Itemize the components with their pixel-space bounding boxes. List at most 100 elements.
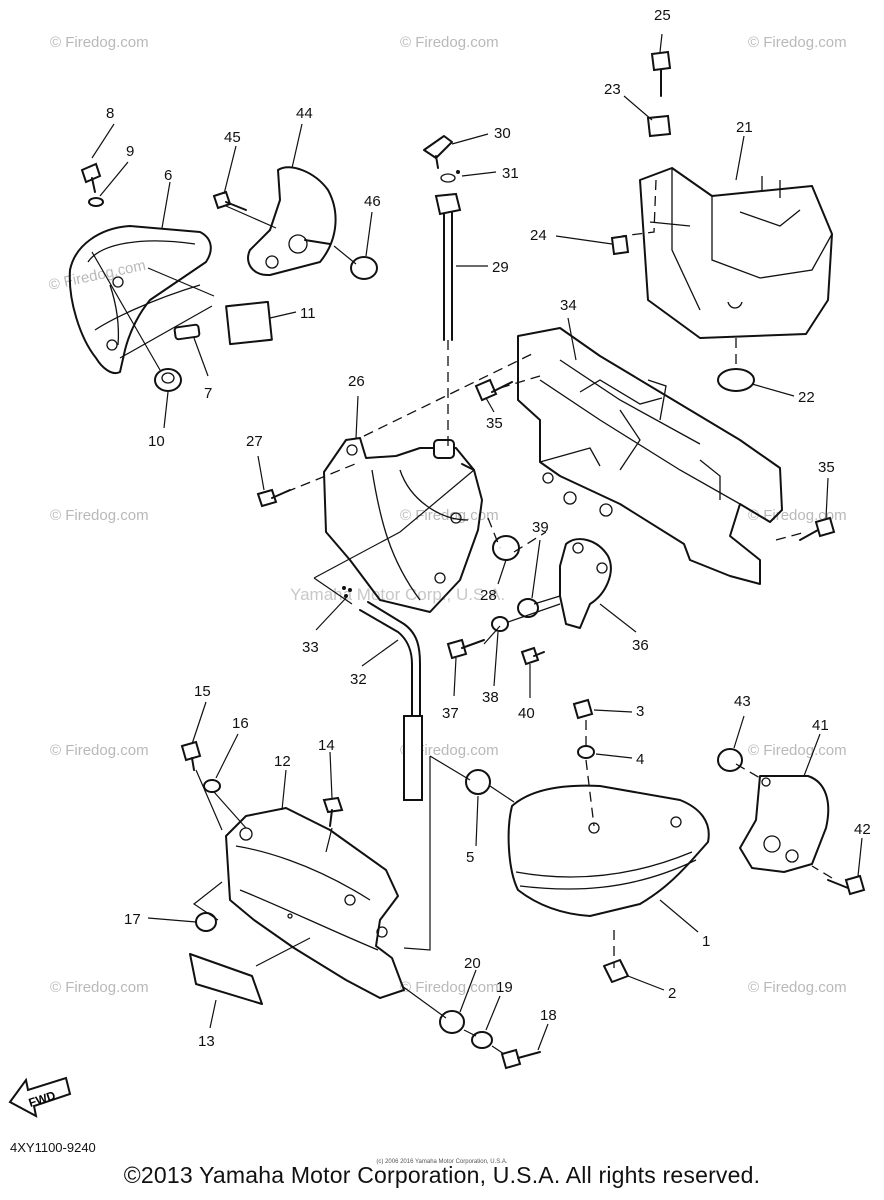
part-16-washer [203, 779, 221, 793]
part-8-screw [80, 162, 102, 193]
part-45-bolt [212, 190, 247, 211]
part-36-bracket [559, 538, 612, 629]
callout-35: 35 [818, 459, 835, 476]
callout-25: 25 [654, 7, 671, 24]
part-43-grommet [717, 748, 743, 772]
callout-2: 2 [668, 985, 676, 1002]
part-31-clip [440, 170, 460, 183]
watermark: © Firedog.com [400, 507, 499, 524]
callout-30: 30 [494, 125, 511, 142]
part-42-bolt [827, 874, 866, 896]
callout-40: 40 [518, 705, 535, 722]
callout-44: 44 [296, 105, 313, 122]
callout-7: 7 [204, 385, 212, 402]
callout-29: 29 [492, 259, 509, 276]
fwd-arrow-icon: FWD [8, 1076, 72, 1118]
part-34-frame [517, 327, 783, 585]
tiny-copyright: (c) 2006 2016 Yamaha Motor Corporation, … [376, 1159, 508, 1165]
part-24-collar [610, 234, 630, 256]
callout-19: 19 [496, 979, 513, 996]
part-46-grommet [350, 256, 378, 280]
part-35-bolt [799, 516, 836, 541]
watermark: © Firedog.com [748, 742, 847, 759]
part-15-screw [180, 740, 202, 771]
watermark: © Firedog.com [50, 34, 149, 51]
callout-4: 4 [636, 751, 644, 768]
part-9-washer [88, 197, 104, 207]
part-27-bolt [256, 488, 291, 508]
watermark: © Firedog.com [400, 979, 499, 996]
part-20-grommet [439, 1010, 465, 1034]
callout-27: 27 [246, 433, 263, 450]
callout-37: 37 [442, 705, 459, 722]
callout-3: 3 [636, 703, 644, 720]
callout-8: 8 [106, 105, 114, 122]
callout-21: 21 [736, 119, 753, 136]
part-14-bolt [322, 796, 344, 827]
part-41-bracket [739, 775, 830, 873]
part-3-screw [572, 698, 594, 720]
connector-lines [91, 179, 833, 1055]
part-1-side-cover [507, 784, 710, 917]
part-17-grommet [195, 912, 217, 932]
callout-45: 45 [224, 129, 241, 146]
callout-36: 36 [632, 637, 649, 654]
callout-41: 41 [812, 717, 829, 734]
callout-11: 11 [300, 305, 316, 322]
part-19-collar [471, 1031, 493, 1049]
callout-34: 34 [560, 297, 577, 314]
part-13-label [189, 953, 263, 1005]
watermark: © Firedog.com [400, 742, 499, 759]
part-22-damper [717, 368, 755, 392]
callout-39: 39 [532, 519, 549, 536]
watermark: © Firedog.com [50, 507, 149, 524]
callout-16: 16 [232, 715, 249, 732]
callouts: 8 9 6 7 10 11 45 44 46 30 31 29 25 23 21… [106, 7, 871, 1050]
callout-38: 38 [482, 689, 499, 706]
callout-17: 17 [124, 911, 141, 928]
callout-31: 31 [502, 165, 519, 182]
callout-15: 15 [194, 683, 211, 700]
part-21-battery-box [639, 167, 833, 339]
callout-23: 23 [604, 81, 621, 98]
leader-lines [91, 33, 863, 1051]
callout-12: 12 [274, 753, 291, 770]
diagram-code: 4XY1100-9240 [10, 1140, 96, 1155]
part-37-bolt [446, 638, 485, 660]
part-26-tank [323, 437, 483, 613]
callout-9: 9 [126, 143, 134, 160]
copyright-footer: ©2013 Yamaha Motor Corporation, U.S.A. A… [123, 1162, 761, 1188]
part-38-collar [491, 616, 509, 632]
part-29-breather-pipe [434, 192, 462, 341]
watermark: © Firedog.com [50, 742, 149, 759]
part-6-front-cover [68, 225, 212, 374]
part-35-bolt [474, 378, 513, 402]
part-12-side-cover [225, 807, 405, 999]
part-5-grommet [465, 769, 491, 795]
part-4-washer [577, 745, 595, 759]
part-18-bolt [500, 1048, 541, 1070]
callout-33: 33 [302, 639, 319, 656]
callout-13: 13 [198, 1033, 215, 1050]
part-2-label [603, 959, 629, 983]
part-10-grommet [154, 368, 182, 392]
callout-10: 10 [148, 433, 165, 450]
callout-42: 42 [854, 821, 871, 838]
callout-43: 43 [734, 693, 751, 710]
part-32-hose [359, 601, 423, 801]
watermark: © Firedog.com [748, 979, 847, 996]
part-39-grommet [517, 598, 539, 618]
callout-18: 18 [540, 1007, 557, 1024]
callout-22: 22 [798, 389, 815, 406]
part-33-clip [342, 586, 352, 598]
callout-20: 20 [464, 955, 481, 972]
callout-14: 14 [318, 737, 335, 754]
watermark: © Firedog.com [400, 34, 499, 51]
callout-26: 26 [348, 373, 365, 390]
callout-5: 5 [466, 849, 474, 866]
part-40-bolt [520, 646, 545, 666]
callout-32: 32 [350, 671, 367, 688]
part-23-grommet [646, 114, 672, 138]
callout-28: 28 [480, 587, 497, 604]
